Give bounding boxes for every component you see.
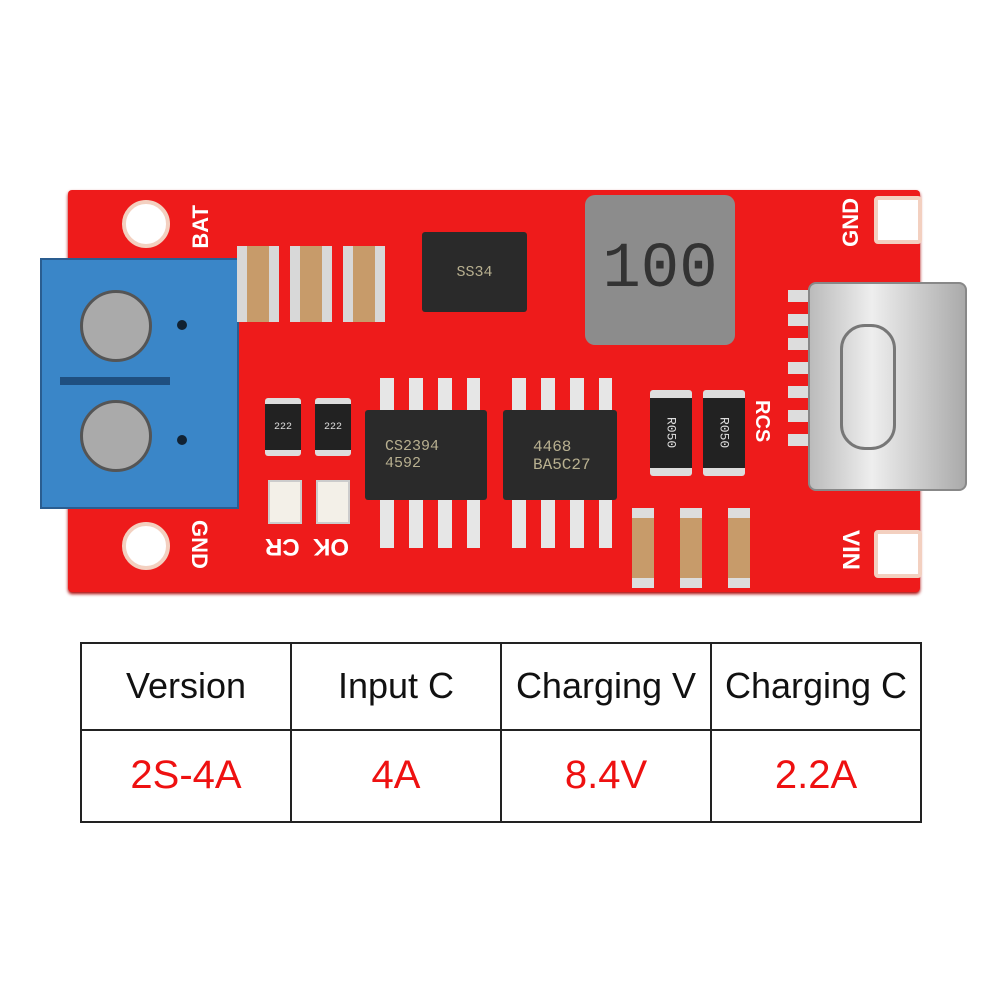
- mounting-hole: [874, 196, 922, 244]
- screw-icon: [80, 290, 152, 362]
- mounting-hole: [122, 200, 170, 248]
- gnd-right-label: GND: [838, 198, 863, 247]
- mounting-hole: [874, 530, 922, 578]
- table-header-row: Version Input C Charging V Charging C: [80, 642, 922, 731]
- led-indicator: [268, 480, 302, 524]
- resistor-marking: 222: [273, 421, 292, 433]
- header-charging-voltage: Charging V: [500, 642, 712, 731]
- capacitor: [237, 246, 279, 322]
- header-charging-current: Charging C: [710, 642, 922, 731]
- header-input-current: Input C: [290, 642, 502, 731]
- capacitor: [343, 246, 385, 322]
- rcs-label: RCS: [751, 400, 773, 443]
- value-charging-voltage: 8.4V: [500, 728, 712, 824]
- ic-marking: 4592: [385, 455, 422, 472]
- usb-c-connector: [808, 282, 967, 491]
- ic-marking: BA5C27: [533, 456, 591, 474]
- resistor-marking: R050: [663, 417, 679, 449]
- vin-label: VIN: [837, 530, 864, 571]
- screw-terminal-block: [40, 258, 239, 509]
- resistor: 222: [315, 398, 351, 456]
- sense-resistor: R050: [703, 390, 745, 476]
- capacitor: [290, 246, 332, 322]
- ic-marking: 4468: [533, 438, 572, 456]
- ic-marking: CS2394: [385, 438, 440, 455]
- diode-marking: SS34: [456, 263, 493, 281]
- inductor-marking: 100: [602, 234, 718, 306]
- resistor: 222: [265, 398, 301, 456]
- bat-label: BAT: [188, 205, 213, 249]
- screw-icon: [80, 400, 152, 472]
- capacitor: [632, 508, 654, 588]
- led-indicator: [316, 480, 350, 524]
- resistor-marking: R050: [716, 417, 732, 449]
- inductor: 100: [585, 195, 735, 345]
- spec-table: Version Input C Charging V Charging C 2S…: [80, 642, 922, 824]
- sense-resistor: R050: [650, 390, 692, 476]
- capacitor: [680, 508, 702, 588]
- capacitor: [728, 508, 750, 588]
- cr-label: CR: [265, 533, 300, 560]
- mounting-hole: [122, 522, 170, 570]
- table-row: 2S-4A 4A 8.4V 2.2A: [80, 728, 922, 824]
- header-version: Version: [80, 642, 292, 731]
- gnd-left-label: GND: [187, 520, 212, 569]
- value-charging-current: 2.2A: [710, 728, 922, 824]
- ok-label: OK: [313, 533, 349, 560]
- mosfet-ic: 4468 BA5C27: [503, 410, 617, 500]
- diode: SS34: [422, 232, 527, 312]
- value-version: 2S-4A: [80, 728, 292, 824]
- charger-ic: CS2394 4592: [365, 410, 487, 500]
- value-input-current: 4A: [290, 728, 502, 824]
- resistor-marking: 222: [323, 421, 342, 433]
